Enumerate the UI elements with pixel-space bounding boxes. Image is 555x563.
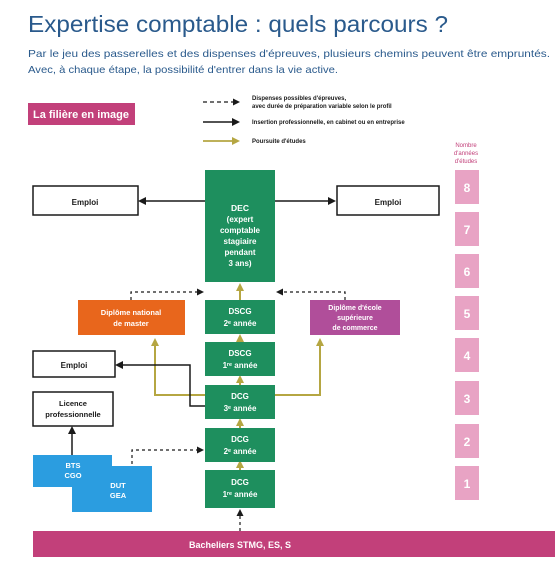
years-title-2: d'années — [454, 151, 478, 157]
dcg2-box — [205, 428, 275, 462]
dscg1-label-0: DSCG — [228, 349, 251, 358]
subtitle-line-1: Par le jeu des passerelles et des dispen… — [28, 48, 550, 60]
year-number: 5 — [464, 307, 471, 321]
dec-label-4: pendant — [224, 248, 255, 257]
dcg1-label-1: 1ʳᵉ année — [223, 490, 258, 499]
emploi-right-box — [336, 185, 440, 216]
master-to-dscg2-dashed — [130, 288, 204, 300]
years-title-1: Nombre — [455, 143, 477, 149]
year-number: 4 — [464, 349, 471, 363]
dcg2-label-0: DCG — [231, 435, 249, 444]
year-number: 1 — [464, 477, 471, 491]
year-number: 7 — [464, 223, 471, 237]
dut-label-0: DUT — [110, 481, 126, 490]
bts-label-0: BTS — [66, 461, 81, 470]
dcg3-to-emploi-mid-arrow — [115, 361, 205, 407]
dcg3-to-ecole-arrow — [275, 338, 324, 396]
ecole-to-dscg2-dashed — [276, 288, 346, 300]
dcg3-box — [205, 385, 275, 419]
filiere-badge-label: La filière en image — [33, 109, 129, 121]
master-label-0: Diplôme national — [101, 308, 161, 317]
dscg1-label-1: 1ʳᵉ année — [223, 361, 258, 370]
bts-to-dcg2-dashed — [131, 446, 204, 464]
dec-label-3: stagiaire — [224, 237, 257, 246]
ecole-label-2: de commerce — [332, 325, 377, 332]
master-label-1: de master — [113, 319, 149, 328]
legend-olive-text: Poursuite d'études — [252, 139, 306, 145]
emploi-left-box — [32, 185, 139, 216]
filiere-badge — [28, 103, 135, 125]
dcg1-label-0: DCG — [231, 478, 249, 487]
legend-black-text: Insertion professionnelle, en cabinet ou… — [252, 120, 405, 126]
dscg2-label-1: 2ᵉ année — [224, 319, 257, 328]
dscg2-box — [205, 300, 275, 334]
year-cell — [455, 424, 479, 458]
legend-dashed-text-1: Dispenses possibles d'épreuves, — [252, 96, 346, 102]
year-number: 2 — [464, 435, 471, 449]
dec-box — [205, 170, 275, 282]
bts-dut-box — [33, 455, 152, 512]
year-number: 6 — [464, 265, 471, 279]
emploi-mid-label: Emploi — [61, 361, 88, 370]
emploi-right-label: Emploi — [375, 198, 402, 207]
subtitle-line-2: Avec, à chaque étape, la possibilité d'e… — [28, 64, 338, 76]
dec-label-2: comptable — [220, 226, 261, 235]
dec-label-5: 3 ans) — [228, 259, 251, 268]
dcg2-label-1: 2ᵉ année — [224, 447, 257, 456]
master-box — [78, 300, 185, 335]
licence-label-1: professionnelle — [45, 410, 100, 419]
dscg1-box — [205, 342, 275, 376]
emploi-left-label: Emploi — [72, 198, 99, 207]
years-title-3: d'études — [455, 159, 478, 165]
bts-label-1: CGO — [64, 471, 81, 480]
dec-label-1: (expert — [227, 215, 254, 224]
emploi-mid-box — [32, 350, 116, 378]
ecole-box — [310, 300, 400, 335]
page-title: Expertise comptable : quels parcours ? — [28, 11, 448, 37]
year-number: 8 — [464, 181, 471, 195]
dscg2-label-0: DSCG — [228, 307, 251, 316]
year-cell — [455, 212, 479, 246]
year-cell — [455, 254, 479, 288]
dcg3-label-0: DCG — [231, 392, 249, 401]
year-number: 3 — [464, 392, 471, 406]
licence-label-0: Licence — [59, 399, 87, 408]
ecole-label-0: Diplôme d'école — [328, 305, 382, 312]
year-cell — [455, 170, 479, 204]
year-cell — [455, 338, 479, 372]
year-cell — [455, 381, 479, 415]
dec-label-0: DEC — [231, 203, 249, 213]
bacheliers-label: Bacheliers STMG, ES, S — [189, 540, 291, 550]
dcg3-to-master-arrow — [151, 338, 205, 396]
dut-label-1: GEA — [110, 491, 127, 500]
years-column: 8 7 6 5 4 3 2 1 — [455, 170, 479, 500]
licence-box — [32, 391, 114, 427]
legend-dashed-text-2: avec durée de préparation variable selon… — [252, 104, 392, 110]
year-cell — [455, 296, 479, 330]
year-cell — [455, 466, 479, 500]
dcg1-box — [205, 470, 275, 508]
ecole-label-1: supérieure — [337, 315, 373, 322]
dcg3-label-1: 3ᵉ année — [224, 404, 257, 413]
bacheliers-bar — [33, 531, 555, 557]
